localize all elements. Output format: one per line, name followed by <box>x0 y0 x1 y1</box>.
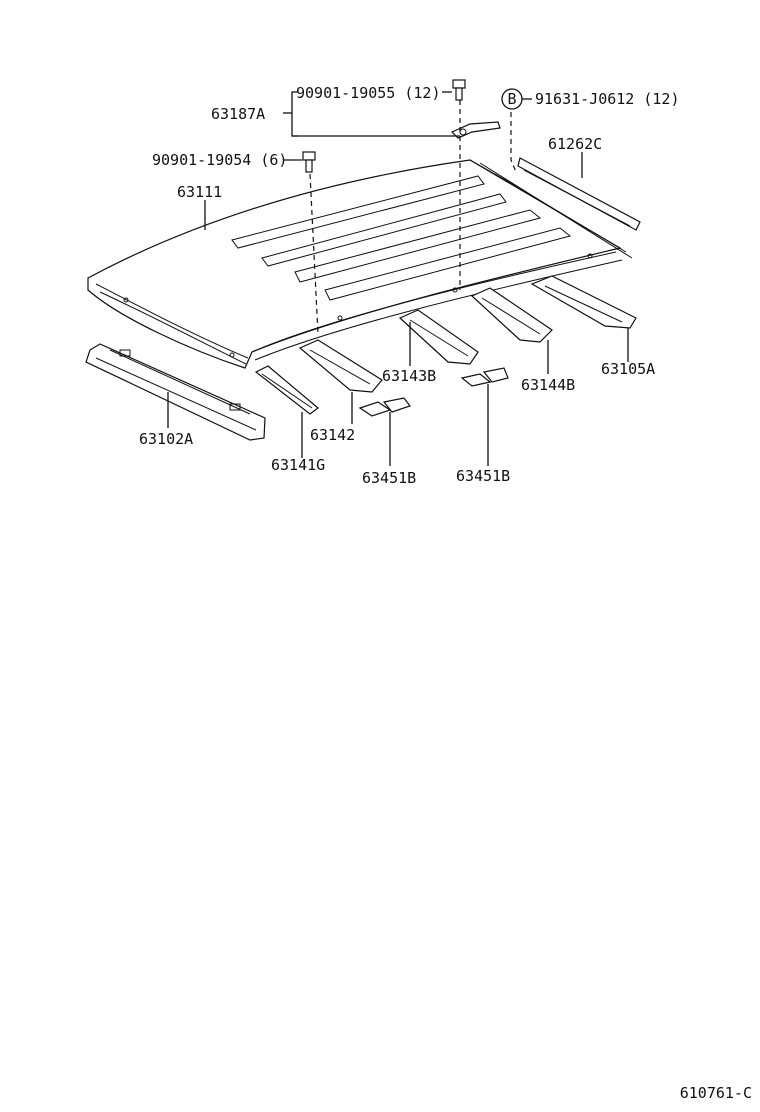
bracket-63187A <box>450 121 501 139</box>
label-roof-panel: 63111 <box>177 183 222 201</box>
clip-left <box>358 397 411 417</box>
bow-63102A <box>85 343 266 441</box>
rear-rail <box>517 157 641 231</box>
assembly-line-bolt-c <box>510 112 517 173</box>
label-bow-63142: 63142 <box>310 426 355 444</box>
bow-63143B <box>398 309 479 365</box>
bolt-90901-19054 <box>302 151 316 173</box>
figure-code: 610761-C <box>680 1084 752 1102</box>
label-bow-63144B: 63144B <box>521 376 575 394</box>
bow-63141G <box>254 365 319 415</box>
label-bow-63105A: 63105A <box>601 360 655 378</box>
ref-b-circle <box>501 88 523 110</box>
label-clip-left: 63451B <box>362 469 416 487</box>
roof-panel <box>87 159 633 369</box>
bow-63144B <box>470 287 553 343</box>
label-bolt-c: 91631-J0612 (12) <box>535 90 680 108</box>
label-bolt-b: 90901-19054 (6) <box>152 151 287 169</box>
clip-right <box>460 367 509 387</box>
label-bow-63102A: 63102A <box>139 430 193 448</box>
label-clip-right: 63451B <box>456 467 510 485</box>
label-bracket: 63187A <box>211 105 265 123</box>
leader-lines <box>167 91 629 466</box>
bolt-90901-19055 <box>452 79 466 101</box>
bow-63142 <box>298 339 383 393</box>
bow-63105A <box>530 275 637 329</box>
label-bolt-a: 90901-19055 (12) <box>296 84 441 102</box>
label-bow-63143B: 63143B <box>382 367 436 385</box>
ref-b-letter: B <box>507 90 516 108</box>
label-bow-63141G: 63141G <box>271 456 325 474</box>
label-rear-rail: 61262C <box>548 135 602 153</box>
